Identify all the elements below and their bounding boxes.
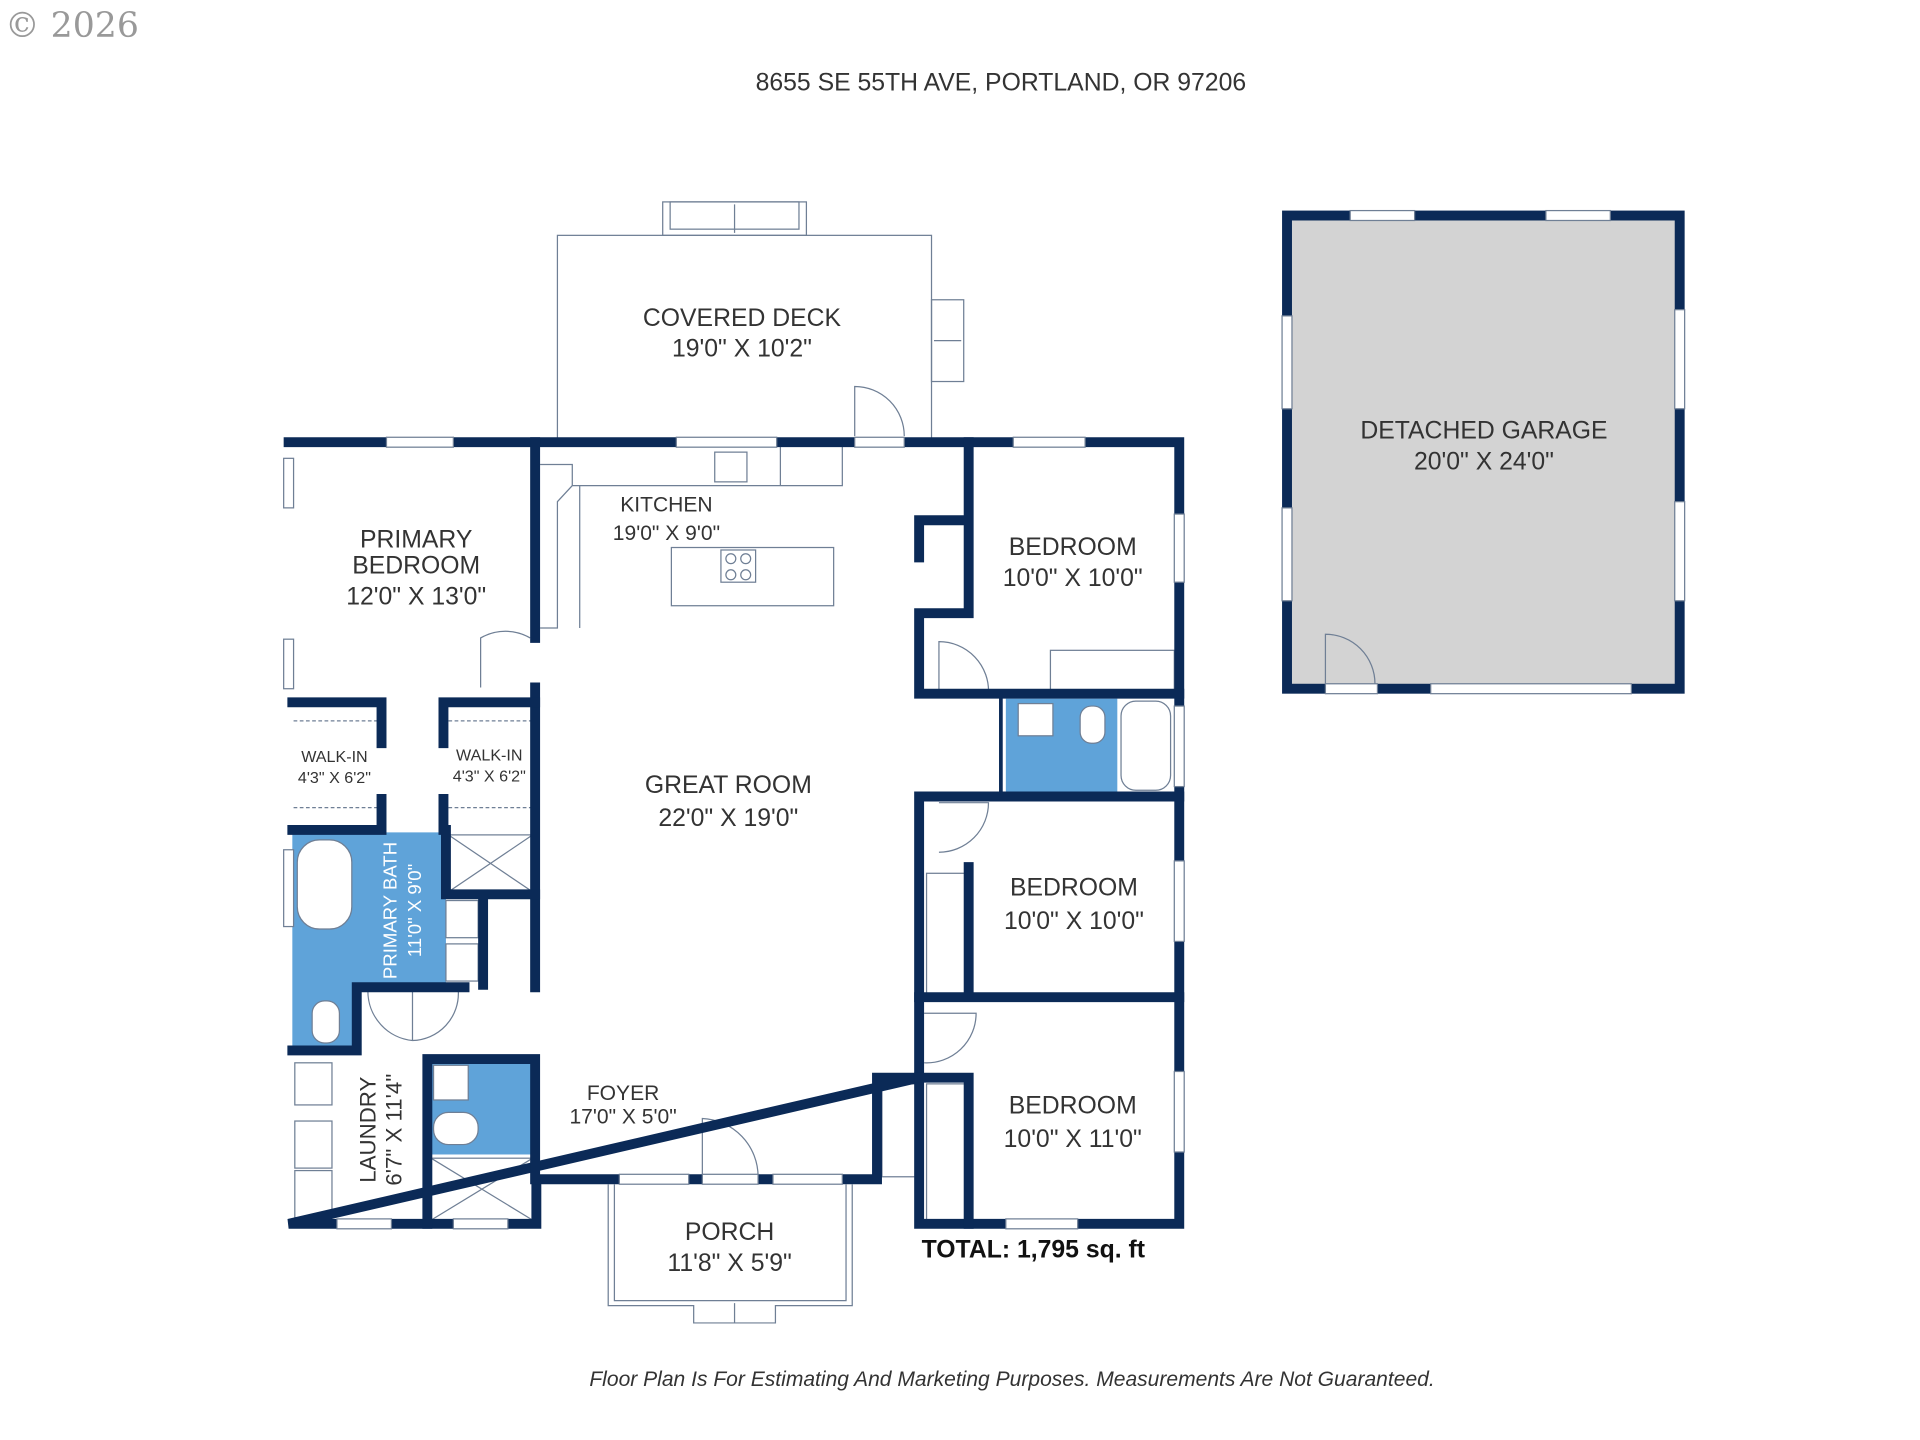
porch-name: PORCH	[685, 1219, 774, 1246]
great-room-name: GREAT ROOM	[645, 772, 812, 799]
detached-garage	[1281, 209, 1686, 695]
primary-bedroom-name: PRIMARY	[360, 527, 472, 554]
bedroom1-dims: 10'0" X 10'0"	[1003, 565, 1143, 592]
garage-name: DETACHED GARAGE	[1360, 418, 1607, 445]
primary-bedroom-name2: BEDROOM	[352, 553, 480, 580]
windows	[283, 436, 1185, 1230]
primary-bath-dims: 11'0" X 9'0"	[404, 864, 425, 957]
bedroom1-name: BEDROOM	[1009, 534, 1137, 561]
laundry-name: LAUNDRY	[355, 1077, 380, 1183]
walls	[283, 437, 1185, 1229]
porch	[607, 1184, 853, 1324]
walkin-left-name: WALK-IN	[301, 748, 367, 766]
bedroom2-name: BEDROOM	[1010, 875, 1138, 902]
great-room-dims: 22'0" X 19'0"	[658, 805, 798, 832]
kitchen-dims: 19'0" X 9'0"	[613, 522, 720, 545]
disclaimer: Floor Plan Is For Estimating And Marketi…	[589, 1368, 1434, 1391]
foyer-dims: 17'0" X 5'0"	[569, 1106, 676, 1129]
kitchen-name: KITCHEN	[620, 494, 712, 517]
bedroom3-dims: 10'0" X 11'0"	[1004, 1126, 1142, 1153]
total-area: TOTAL: 1,795 sq. ft	[922, 1236, 1145, 1263]
fixtures	[293, 445, 1175, 1221]
porch-dims: 11'8" X 5'9"	[667, 1250, 791, 1277]
bedroom3-name: BEDROOM	[1009, 1093, 1137, 1120]
covered-deck-name: COVERED DECK	[643, 305, 842, 332]
primary-bath-name: PRIMARY BATH	[379, 842, 400, 979]
bedroom2-dims: 10'0" X 10'0"	[1004, 908, 1144, 935]
address: 8655 SE 55TH AVE, PORTLAND, OR 97206	[756, 69, 1247, 96]
walkin-left-dims: 4'3" X 6'2"	[298, 769, 371, 787]
garage-dims: 20'0" X 24'0"	[1414, 448, 1554, 475]
walkin-right-dims: 4'3" X 6'2"	[453, 768, 526, 786]
primary-bedroom-dims: 12'0" X 13'0"	[346, 583, 486, 610]
covered-deck-dims: 19'0" X 10'2"	[672, 336, 812, 363]
copyright: © 2026	[5, 6, 139, 46]
laundry-dims: 6'7" X 11'4"	[381, 1074, 406, 1186]
foyer-name: FOYER	[587, 1082, 660, 1105]
walkin-right-name: WALK-IN	[456, 747, 522, 765]
